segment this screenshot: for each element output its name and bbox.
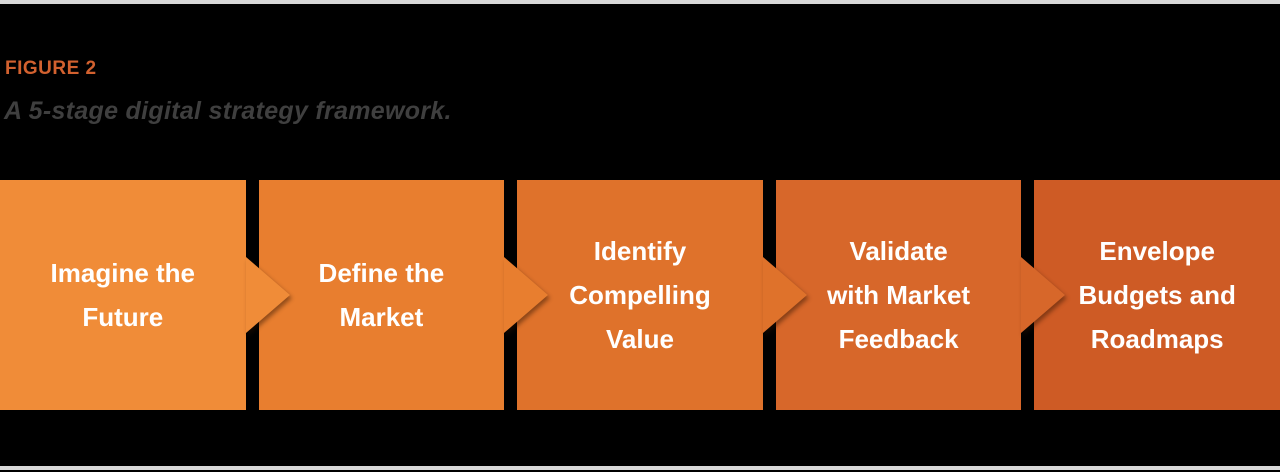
figure-number-label: FIGURE 2 <box>5 58 97 79</box>
flow-arrow-icon <box>504 257 549 333</box>
stage-label-line: Define the <box>318 258 445 288</box>
stage-label-line: Roadmaps <box>1090 324 1224 354</box>
stage-label-line: Market <box>339 302 424 332</box>
stage-box-define-the-market: Define the Market <box>258 180 549 410</box>
stage-box-envelope-budgets-and-roadmaps: Envelope Budgets and Roadmaps <box>1034 180 1280 410</box>
stage-label-line: with Market <box>827 280 971 310</box>
stage-label-line: Identify <box>593 236 687 266</box>
figure-caption: A 5-stage digital strategy framework. <box>4 97 452 125</box>
stage-label-line: Feedback <box>838 324 959 354</box>
stage-label-line: Compelling <box>569 280 711 310</box>
flow-arrow-icon <box>245 257 290 333</box>
stage-label-line: Imagine the <box>50 258 196 288</box>
stage-box-imagine-the-future: Imagine the Future <box>0 180 290 410</box>
page-edge-top <box>0 0 1280 4</box>
stage-label-line: Future <box>82 302 164 332</box>
stage-flow-diagram: Imagine the Future Define the Market Ide… <box>0 180 1280 410</box>
flow-arrow-icon <box>1021 257 1066 333</box>
stage-box-identify-compelling-value: Identify Compelling Value <box>517 180 807 410</box>
stage-label-line: Budgets and <box>1078 280 1236 310</box>
page-edge-bottom <box>0 466 1280 470</box>
stage-label-line: Validate <box>849 236 948 266</box>
stage-box-validate-with-market-feedback: Validate with Market Feedback <box>775 180 1066 410</box>
stage-label-line: Envelope <box>1099 236 1215 266</box>
flow-arrow-icon <box>762 257 807 333</box>
stage-label-line: Value <box>606 324 674 354</box>
